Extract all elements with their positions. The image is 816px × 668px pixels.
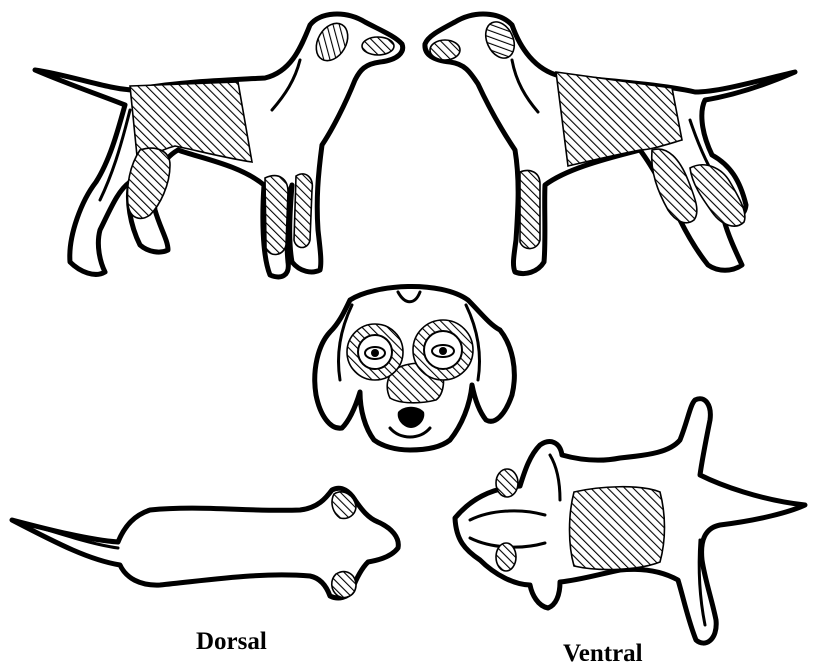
frontal-face-view [315, 286, 515, 450]
face-left-pupil [371, 349, 379, 357]
ventral-abdomen-lesion [570, 487, 665, 570]
dorsal-view-label: Dorsal [196, 628, 267, 656]
left-dog-muzzle-lesion [362, 37, 394, 55]
ventral-view-label: Ventral [563, 640, 643, 668]
ventral-lower-ear-lesion [496, 543, 516, 571]
face-right-pupil [439, 347, 447, 355]
right-dog-foreleg-lesion [520, 171, 540, 249]
ventral-upper-ear-lesion [496, 469, 518, 497]
dorsal-left-ear-lesion [332, 572, 356, 598]
left-dog-foreleg-lesion-1 [265, 176, 288, 255]
dorsal-view [12, 488, 398, 598]
ventral-view [455, 399, 805, 643]
right-lateral-view [425, 14, 795, 274]
left-dog-foreleg-lesion-2 [294, 174, 312, 248]
right-dog-muzzle-lesion [430, 40, 460, 60]
left-lateral-view [35, 14, 403, 277]
